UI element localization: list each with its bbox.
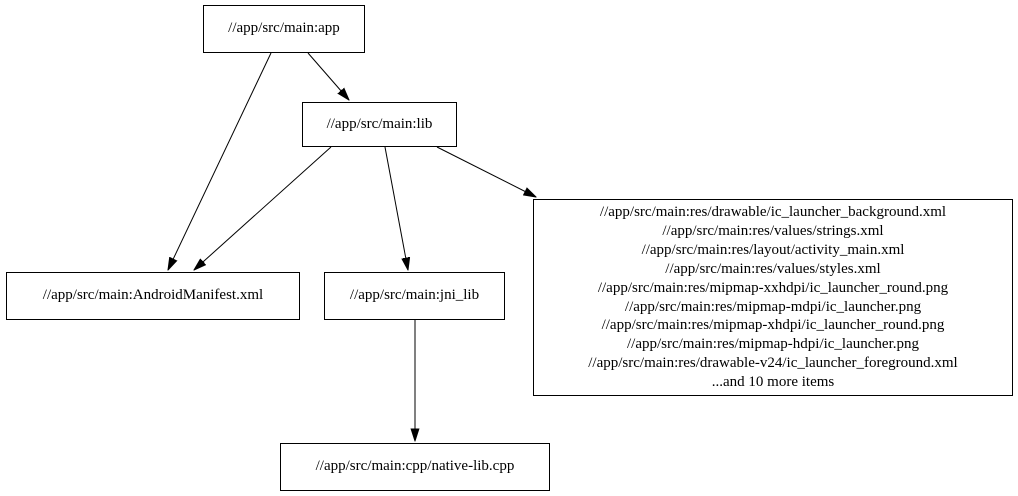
res-item: //app/src/main:res/layout/activity_main.…	[641, 241, 905, 258]
node-label: //app/src/main:jni_lib	[349, 287, 480, 304]
res-item: //app/src/main:res/values/strings.xml	[662, 222, 884, 239]
res-item: //app/src/main:res/drawable-v24/ic_launc…	[588, 355, 958, 372]
edge-app-to-android_manifest	[168, 52, 272, 270]
node-res-group: //app/src/main:res/drawable/ic_launcher_…	[533, 199, 1013, 396]
res-item: //app/src/main:res/mipmap-xhdpi/ic_launc…	[601, 317, 945, 334]
res-item: //app/src/main:res/mipmap-xxhdpi/ic_laun…	[597, 279, 949, 296]
edge-lib-to-jni_lib	[384, 146, 408, 270]
edge-app-to-lib	[307, 52, 349, 100]
node-lib: //app/src/main:lib	[302, 102, 457, 147]
node-app: //app/src/main:app	[203, 5, 365, 53]
node-label: //app/src/main:cpp/native-lib.cpp	[315, 458, 515, 475]
node-label: //app/src/main:lib	[326, 115, 433, 132]
res-item: //app/src/main:res/mipmap-hdpi/ic_launch…	[626, 336, 919, 353]
edge-lib-to-android_manifest	[194, 146, 332, 270]
res-item: //app/src/main:res/mipmap-mdpi/ic_launch…	[624, 298, 922, 315]
res-item: //app/src/main:res/values/styles.xml	[665, 260, 881, 277]
node-native-lib-cpp: //app/src/main:cpp/native-lib.cpp	[280, 443, 550, 491]
node-jni-lib: //app/src/main:jni_lib	[324, 272, 505, 320]
res-item: //app/src/main:res/drawable/ic_launcher_…	[599, 203, 947, 220]
node-label: //app/src/main:app	[228, 20, 340, 37]
node-android-manifest: //app/src/main:AndroidManifest.xml	[6, 272, 300, 320]
edge-lib-to-res_group	[436, 146, 536, 197]
res-more-items: ...and 10 more items	[711, 374, 835, 391]
node-label: //app/src/main:AndroidManifest.xml	[42, 287, 264, 304]
